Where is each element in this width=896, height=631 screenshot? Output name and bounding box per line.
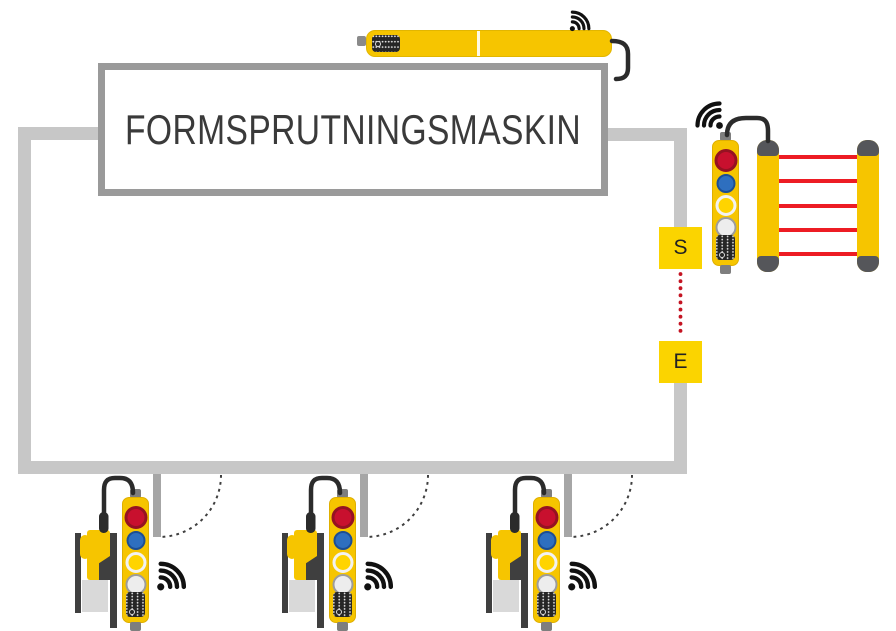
wireless-handset-right [712, 132, 739, 274]
handset-top-connector [337, 489, 348, 498]
yellow-button [332, 551, 353, 573]
door-swing-arc [158, 474, 222, 538]
robot-base [289, 580, 315, 612]
robot-frame-right [110, 533, 117, 628]
machine-outline-top-left-segment [18, 127, 104, 140]
handset-body [329, 497, 356, 623]
white-button [125, 573, 146, 595]
handset-bottom-connector [720, 265, 731, 274]
light-curtain-beam [779, 155, 857, 159]
handset-robot-cable [306, 478, 340, 533]
light-curtain-beam [779, 252, 857, 256]
robot-base [493, 580, 519, 612]
light-curtain-beam [779, 228, 857, 232]
robot-frame-left [486, 533, 492, 613]
handset-top-connector [541, 489, 552, 498]
light-curtain-beam [779, 179, 857, 183]
wifi-signal-icon [364, 564, 391, 591]
yellow-button [125, 551, 146, 573]
machine-outline-top-right-segment [608, 128, 687, 141]
robot-notch [510, 556, 521, 580]
handset-body [533, 497, 560, 623]
white-button [536, 573, 557, 595]
wifi-signal-icon [157, 564, 184, 591]
emergency-stop-button [124, 506, 147, 529]
open-door [153, 474, 161, 537]
white-button [332, 573, 353, 595]
wireless-safety-bar-device [366, 30, 612, 57]
robot-arm [491, 535, 501, 559]
bar-end-connector [357, 36, 366, 46]
emergency-stop-button [714, 149, 737, 172]
post-cap [757, 256, 779, 272]
robot-frame-left [282, 533, 288, 613]
blue-button [716, 173, 735, 193]
robot-body [294, 530, 317, 580]
pin-connector-icon [126, 592, 145, 617]
sender-label: S [673, 236, 688, 259]
safety-box-receiver: E [659, 341, 702, 383]
open-door [564, 474, 572, 537]
pin-connector-icon [716, 235, 735, 260]
emergency-stop-button [535, 506, 558, 529]
wireless-handset [533, 489, 560, 631]
receiver-label: E [673, 350, 688, 373]
wireless-handset [329, 489, 356, 631]
wifi-signal-icon [568, 564, 595, 591]
machine-title: FORMSPRUTNINGSMASKIN [124, 105, 582, 153]
robot-frame-right [317, 533, 324, 628]
machine-outline-left-edge [18, 127, 31, 474]
machine-outline-bottom-edge [18, 461, 687, 474]
handset-top-connector [130, 489, 141, 498]
robot-arm [80, 535, 90, 559]
handset-robot-cable [510, 478, 544, 533]
emergency-stop-button [331, 506, 354, 529]
wifi-signal-icon [698, 104, 723, 129]
pin-connector-icon [537, 592, 556, 617]
safety-box-sender: S [659, 227, 702, 269]
blue-button [333, 530, 352, 550]
door-swing-arc [365, 474, 429, 538]
post-cap [857, 140, 879, 156]
robot-base [82, 580, 108, 612]
post-cap [757, 140, 779, 156]
light-curtain-post-right [857, 140, 879, 272]
bar-segment-divider [477, 31, 480, 56]
robot-body [87, 530, 110, 580]
yellow-button [536, 551, 557, 573]
blue-button [537, 530, 556, 550]
robot-notch [99, 556, 110, 580]
handset-body [122, 497, 149, 623]
open-door [360, 474, 368, 537]
yellow-button [715, 194, 736, 216]
pin-connector-icon [372, 35, 400, 52]
bar-cable [609, 38, 631, 82]
post-cap [857, 256, 879, 272]
light-curtain-post-left [757, 140, 779, 272]
light-curtain-beam [779, 204, 857, 208]
robot-frame-right [521, 533, 528, 628]
machine-title-box: FORMSPRUTNINGSMASKIN [98, 63, 608, 196]
robot-notch [306, 556, 317, 580]
handset-robot-cable [99, 478, 133, 533]
door-swing-arc [569, 474, 633, 538]
wireless-handset [122, 489, 149, 631]
blue-button [126, 530, 145, 550]
robot-arm [287, 535, 297, 559]
pin-connector-icon [333, 592, 352, 617]
wifi-signal-icon [568, 10, 591, 33]
robot-body [498, 530, 521, 580]
robot-frame-left [75, 533, 81, 613]
